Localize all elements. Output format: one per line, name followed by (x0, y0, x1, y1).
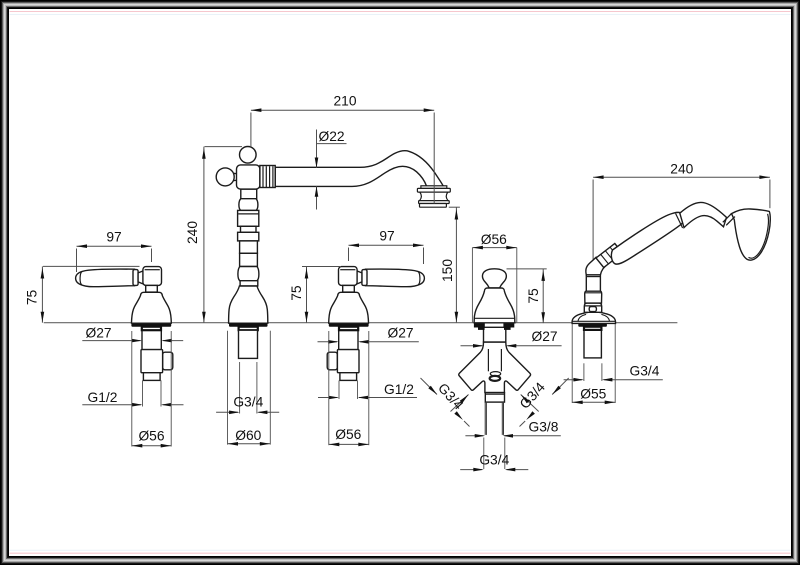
svg-text:97: 97 (106, 229, 121, 244)
svg-text:Ø27: Ø27 (86, 325, 112, 340)
svg-text:Ø27: Ø27 (532, 329, 558, 344)
svg-text:75: 75 (526, 288, 541, 304)
svg-text:210: 210 (333, 94, 356, 109)
svg-text:75: 75 (289, 285, 304, 301)
svg-text:G3/8: G3/8 (529, 420, 559, 435)
svg-text:Ø56: Ø56 (481, 232, 507, 247)
svg-text:240: 240 (670, 161, 693, 176)
svg-text:Ø27: Ø27 (388, 325, 414, 340)
svg-text:G1/2: G1/2 (88, 390, 118, 405)
svg-text:Ø56: Ø56 (138, 429, 164, 444)
svg-text:G3/4: G3/4 (630, 363, 660, 378)
svg-text:G3/4: G3/4 (233, 395, 263, 410)
svg-text:240: 240 (185, 221, 200, 244)
svg-text:Ø56: Ø56 (335, 427, 361, 442)
svg-text:97: 97 (379, 228, 394, 243)
svg-text:Ø55: Ø55 (580, 386, 606, 401)
svg-text:150: 150 (440, 259, 455, 282)
svg-text:Ø22: Ø22 (319, 129, 345, 144)
svg-text:75: 75 (25, 290, 40, 306)
svg-text:Ø60: Ø60 (235, 428, 261, 443)
svg-text:G1/2: G1/2 (384, 382, 414, 397)
svg-text:G3/4: G3/4 (479, 453, 509, 468)
